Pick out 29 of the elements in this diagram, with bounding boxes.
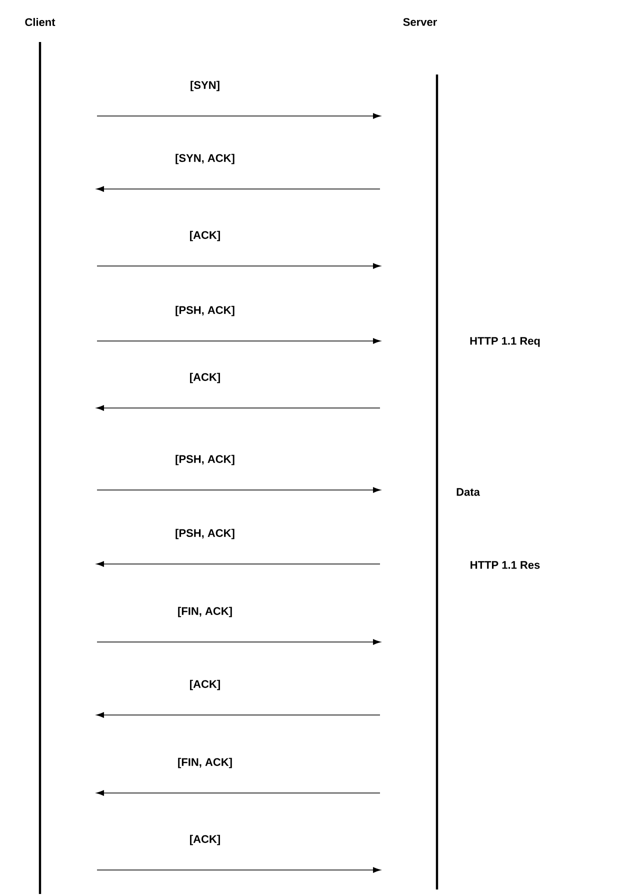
arrow [96, 263, 381, 269]
lifeline-label: Client [25, 18, 56, 26]
message-note: Data [456, 488, 480, 496]
lifeline-label: Server [403, 18, 437, 26]
message-note: HTTP 1.1 Req [470, 337, 540, 347]
lifeline [436, 74, 438, 890]
edge-label: [PSH, ACK] [176, 528, 234, 540]
arrow [96, 639, 381, 645]
edge-label: [ACK] [190, 680, 220, 690]
edge-label: [PSH, ACK] [176, 454, 234, 466]
arrow [96, 487, 381, 493]
arrow [96, 790, 380, 796]
edge-label: [FIN, ACK] [178, 758, 232, 768]
edge-label: [SYN] [190, 80, 220, 92]
edge-label: [ACK] [190, 230, 220, 242]
edge-label: [ACK] [190, 834, 220, 846]
edge-label: [ACK] [190, 372, 220, 384]
arrow [96, 867, 381, 873]
arrow [96, 561, 380, 567]
arrow [96, 113, 381, 119]
edge-label: [PSH, ACK] [176, 306, 234, 316]
message-note: HTTP 1.1 Res [470, 561, 540, 569]
lifeline [38, 42, 42, 894]
arrow [96, 712, 380, 718]
arrow [96, 338, 381, 344]
arrow [96, 405, 380, 411]
arrow [96, 186, 380, 192]
edge-label: [FIN, ACK] [178, 606, 232, 618]
edge-label: [SYN, ACK] [176, 154, 234, 164]
